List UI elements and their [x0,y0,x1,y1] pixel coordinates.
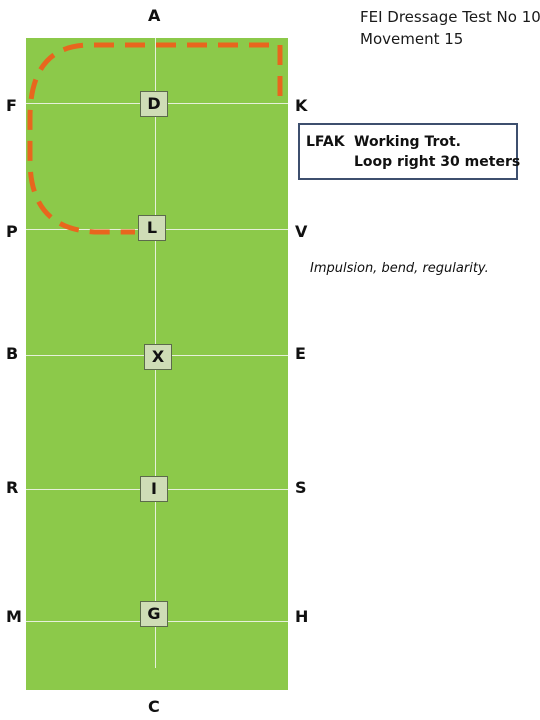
movement-figure: Loop right 30 meters [354,154,521,170]
marker-k: K [295,96,308,115]
marker-s: S [295,478,307,497]
marker-r: R [6,478,19,497]
movement-code: LFAK [306,134,345,150]
marker-f: F [6,96,17,115]
marker-c: C [148,697,160,716]
centerline-letter-l: L [138,215,166,241]
marker-e: E [295,344,306,363]
movement-gait: Working Trot. [354,134,461,150]
judging-note: Impulsion, bend, regularity. [310,261,489,276]
movement-description-box: LFAK Working Trot. Loop right 30 meters [298,123,521,180]
marker-p: P [6,222,18,241]
centerline-letter-x: X [144,344,172,370]
test-title-line1: FEI Dressage Test No 10 [360,8,540,26]
centerline-letter-d: D [140,91,168,117]
marker-b: B [6,344,19,363]
marker-a: A [148,6,161,25]
centerline-letter-g: G [140,601,168,627]
test-title: FEI Dressage Test No 10 Movement 15 [360,6,540,50]
centerline-letter-i: I [140,476,168,502]
marker-v: V [295,222,308,241]
marker-h: H [295,607,309,626]
loop-path-line [27,42,283,235]
test-title-line2: Movement 15 [360,30,464,48]
marker-m: M [6,607,22,626]
